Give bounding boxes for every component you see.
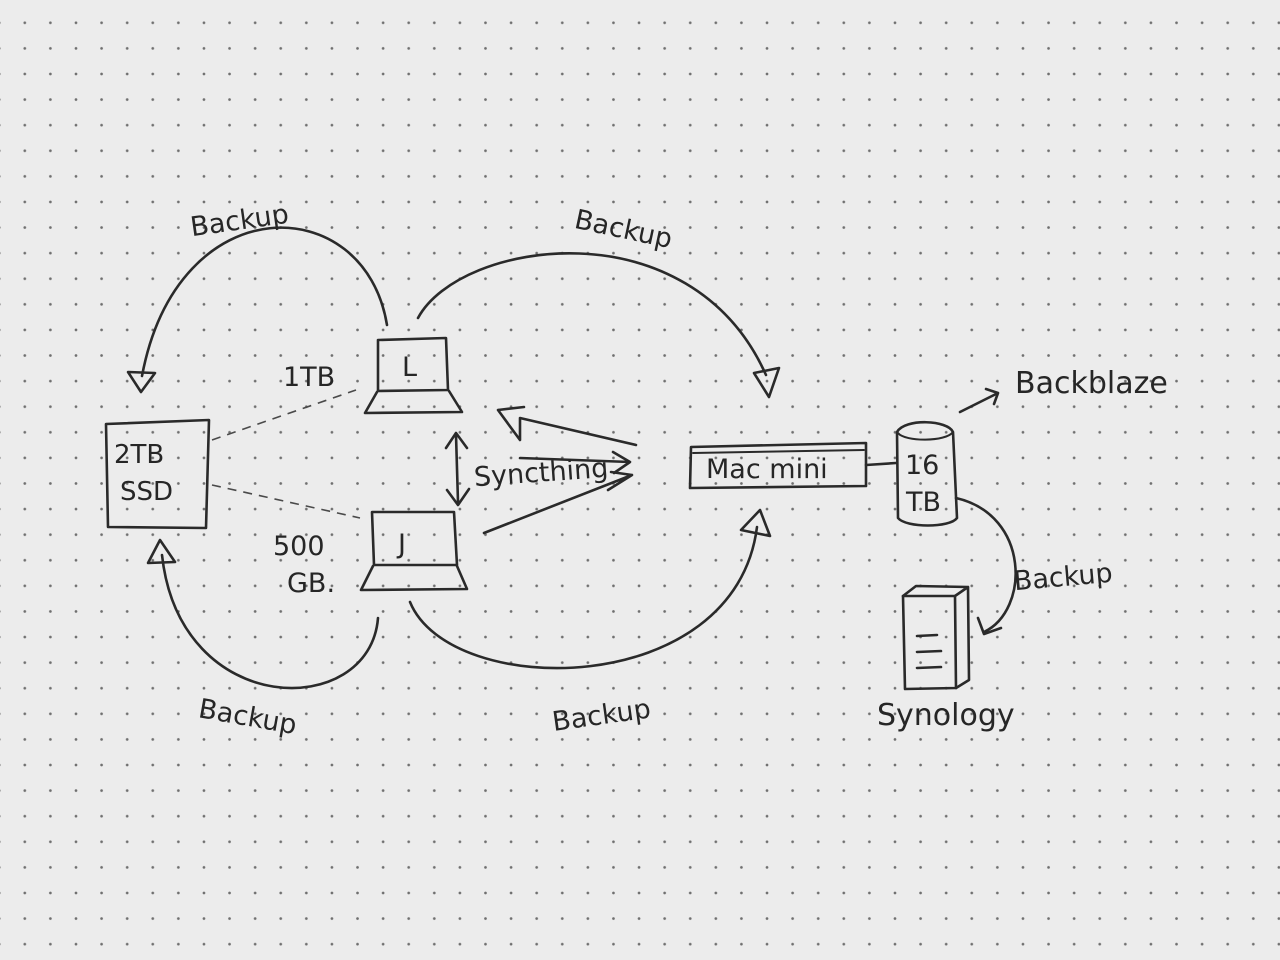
drive-cylinder xyxy=(895,420,959,527)
mac-mini-inner-line xyxy=(692,449,865,454)
laptop-j-screen xyxy=(370,510,459,567)
arc-l-to-mac xyxy=(416,252,768,377)
synology-slot-3 xyxy=(915,665,943,670)
synology-label: Synology xyxy=(877,698,1015,733)
label-backup-l-mac: Backup xyxy=(572,204,675,255)
ssd-box xyxy=(104,418,211,530)
mac-mini-node: Mac mini xyxy=(688,441,868,490)
ssd-to-laptop-l-dashed xyxy=(211,389,357,441)
arrowhead-mac-bottom xyxy=(739,508,772,538)
label-syncthing: Syncthing xyxy=(473,453,609,493)
mac-mini-box xyxy=(688,441,868,490)
edge-j-to-ssd: Backup xyxy=(146,538,380,741)
synology-slot-1 xyxy=(915,633,939,638)
sync-mid-arrow xyxy=(518,450,632,475)
synology-tower-front xyxy=(901,594,958,691)
ssd-node: 2TB SSD xyxy=(104,418,211,530)
backblaze-arrow xyxy=(958,387,1000,414)
edge-l-to-ssd: Backup xyxy=(126,199,389,394)
label-backup-drive-synology: Backup xyxy=(1013,558,1114,598)
ssd-to-laptop-j-dashed xyxy=(211,484,361,519)
laptop-j-node: J 500 GB. xyxy=(273,510,469,599)
arrowhead-ssd-bottom xyxy=(146,538,177,565)
arrowhead-mac-top xyxy=(752,366,781,399)
laptop-l-letter: L xyxy=(402,352,417,383)
edge-drive-to-synology: Backup xyxy=(954,496,1114,636)
laptop-l-node: L 1TB xyxy=(283,336,464,415)
laptop-j-capacity-1: 500 xyxy=(273,531,325,562)
laptop-l-screen xyxy=(376,336,450,393)
edge-l-to-mac: Backup xyxy=(416,204,781,399)
label-backup-j-mac: Backup xyxy=(550,693,652,737)
synology-tower-side xyxy=(901,584,971,690)
label-backup-j-ssd: Backup xyxy=(196,693,299,741)
arrowhead-synology xyxy=(976,616,1003,636)
arc-drive-to-synology xyxy=(954,496,1017,634)
laptop-l-base xyxy=(363,389,464,415)
sync-vertical-arrow xyxy=(444,431,471,507)
arc-j-to-mac xyxy=(408,525,759,670)
backblaze-label: Backblaze xyxy=(1015,366,1168,401)
arc-l-to-ssd xyxy=(140,226,389,378)
sync-upper-arrow xyxy=(496,405,638,447)
edge-syncthing: Syncthing xyxy=(444,405,638,535)
ssd-label-2: SSD xyxy=(120,477,173,507)
laptop-j-letter: J xyxy=(396,529,406,560)
laptop-j-base xyxy=(359,564,469,592)
mac-to-drive-link xyxy=(864,461,898,467)
synology-slot-2 xyxy=(915,649,943,654)
backblaze-node: Backblaze xyxy=(958,366,1168,414)
laptop-l-capacity: 1TB xyxy=(283,362,335,393)
ssd-label-1: 2TB xyxy=(114,440,164,470)
drive-cylinder-rim xyxy=(897,431,954,441)
laptop-j-capacity-2: GB. xyxy=(287,568,335,599)
mac-mini-label: Mac mini xyxy=(706,454,828,485)
synology-node: Synology xyxy=(877,584,1015,733)
arrowhead-ssd-top xyxy=(126,370,157,394)
label-backup-l-ssd: Backup xyxy=(188,199,290,243)
drive-label-2: TB xyxy=(905,487,941,518)
drive-node: 16 TB xyxy=(895,420,959,527)
drive-label-1: 16 xyxy=(905,450,939,481)
arc-j-to-ssd xyxy=(160,553,380,690)
edge-j-to-mac: Backup xyxy=(408,508,772,738)
